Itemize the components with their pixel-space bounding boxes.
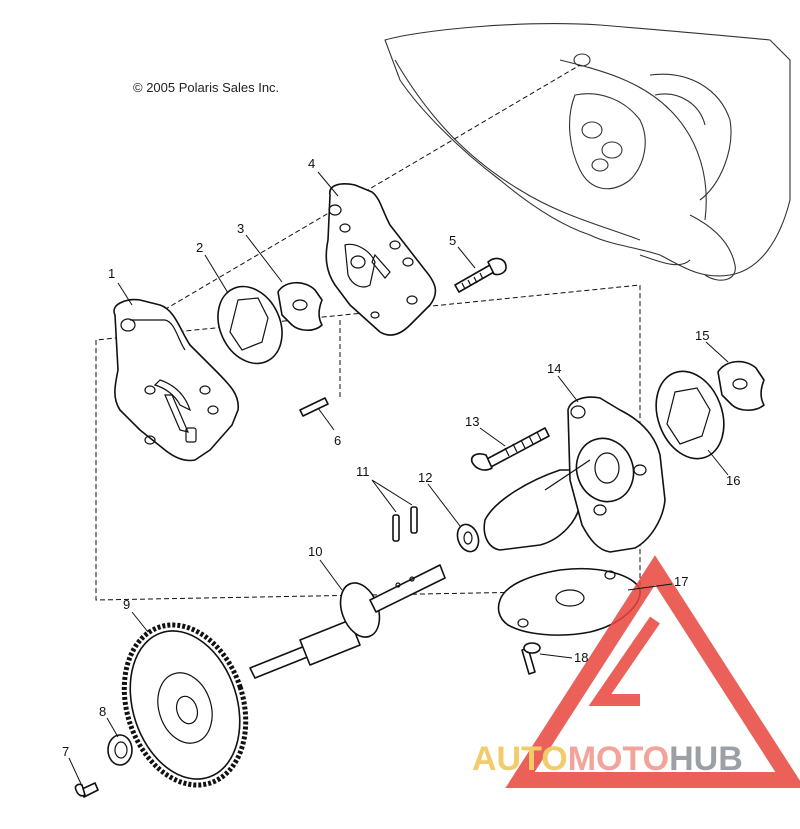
callout-1: 1 <box>108 266 115 281</box>
callout-5: 5 <box>449 233 456 248</box>
watermark-brand: AUTOMOTOHUB <box>472 742 743 776</box>
part-6-pin <box>299 397 329 417</box>
part-5-screw <box>454 257 507 293</box>
part-14-pump-housing <box>483 396 666 553</box>
part-10-shaft <box>249 564 446 679</box>
part-13-bolt <box>470 427 550 471</box>
callout-4: 4 <box>308 156 315 171</box>
callout-labels: 1 2 3 4 5 6 7 8 9 10 11 12 13 14 15 16 1… <box>62 156 740 759</box>
part-4-pump-cover <box>325 183 437 336</box>
callout-15: 15 <box>695 328 709 343</box>
callout-13: 13 <box>465 414 479 429</box>
brand-part-hub: HUB <box>669 740 743 778</box>
watermark-logo <box>505 555 800 788</box>
callout-7: 7 <box>62 744 69 759</box>
part-11-pins <box>392 506 418 542</box>
part-1-pump-body <box>113 298 240 462</box>
callout-6: 6 <box>334 433 341 448</box>
assembly-line-upper <box>129 64 581 331</box>
callout-3: 3 <box>237 221 244 236</box>
brand-part-auto: AUTO <box>472 740 568 778</box>
callout-16: 16 <box>726 473 740 488</box>
callout-18: 18 <box>574 650 588 665</box>
part-7-small-screw <box>74 782 99 798</box>
leader-lines <box>68 171 729 787</box>
callout-12: 12 <box>418 470 432 485</box>
part-9-gear <box>121 622 249 788</box>
part-2-outer-rotor <box>217 285 283 365</box>
engine-case <box>384 23 791 281</box>
callout-10: 10 <box>308 544 322 559</box>
part-18-screw <box>521 642 541 675</box>
part-12-washer <box>456 523 480 553</box>
part-3-inner-rotor <box>277 281 323 332</box>
callout-11: 11 <box>356 464 370 479</box>
part-8-washer <box>107 734 133 766</box>
part-15-inner-rotor <box>717 360 765 412</box>
part-16-outer-rotor <box>655 370 725 460</box>
copyright-notice: © 2005 Polaris Sales Inc. <box>133 80 280 95</box>
callout-14: 14 <box>547 361 561 376</box>
callout-9: 9 <box>123 597 130 612</box>
callout-17: 17 <box>674 574 688 589</box>
callout-2: 2 <box>196 240 203 255</box>
brand-part-moto: MOTO <box>567 740 670 778</box>
callout-8: 8 <box>99 704 106 719</box>
